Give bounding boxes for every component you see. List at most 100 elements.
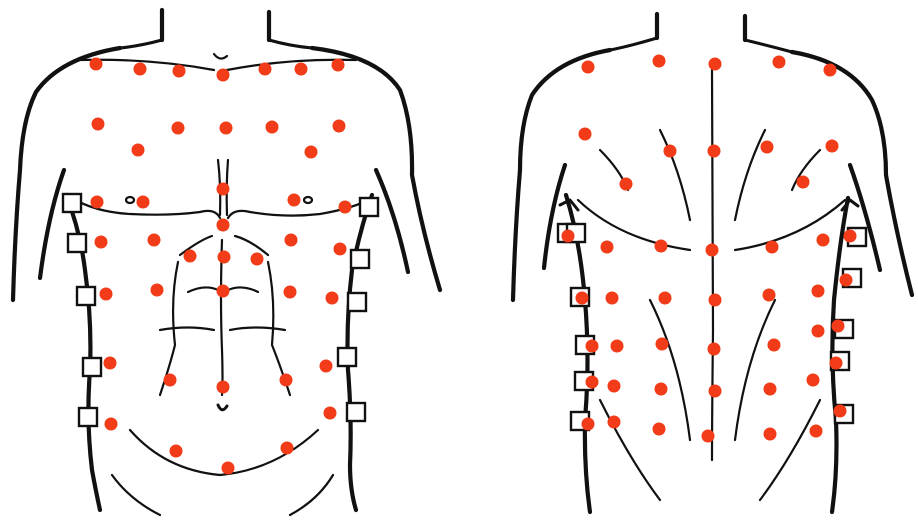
- front-dot-9: [172, 122, 185, 135]
- front-dot-21: [95, 236, 108, 249]
- front-square-marker-1: [63, 194, 81, 212]
- back-dot-26: [611, 340, 624, 353]
- back-dot-5: [824, 64, 837, 77]
- front-dot-13: [132, 144, 145, 157]
- front-dot-26: [285, 234, 298, 247]
- back-dot-45: [832, 320, 845, 333]
- front-square-marker-5: [79, 408, 97, 426]
- back-dot-4: [773, 56, 786, 69]
- front-dot-17: [217, 183, 230, 196]
- front-dot-34: [164, 374, 177, 387]
- front-square-marker-8: [348, 293, 366, 311]
- front-dot-20: [217, 219, 230, 232]
- back-dot-31: [586, 376, 599, 389]
- front-dot-5: [259, 63, 272, 76]
- front-square-marker-3: [77, 287, 95, 305]
- back-dot-44: [840, 274, 853, 287]
- front-dot-11: [266, 121, 279, 134]
- front-torso-view: [13, 10, 440, 515]
- back-dot-23: [763, 289, 776, 302]
- front-dot-18: [288, 194, 301, 207]
- back-dot-20: [606, 292, 619, 305]
- back-dot-13: [562, 230, 575, 243]
- front-dot-12: [333, 120, 346, 133]
- front-dot-25: [251, 253, 264, 266]
- back-dot-37: [582, 418, 595, 431]
- front-square-marker-9: [338, 348, 356, 366]
- front-dot-14: [305, 146, 318, 159]
- back-dot-42: [810, 425, 823, 438]
- back-dot-43: [844, 230, 857, 243]
- front-dot-15: [91, 196, 104, 209]
- back-dot-16: [706, 244, 719, 257]
- front-square-marker-4: [83, 358, 101, 376]
- back-dot-15: [655, 240, 668, 253]
- back-electrode-dots: [562, 55, 857, 443]
- front-dot-41: [222, 462, 235, 475]
- back-dot-36: [807, 374, 820, 387]
- front-dot-16: [137, 196, 150, 209]
- back-dot-14: [601, 241, 614, 254]
- back-dot-22: [709, 294, 722, 307]
- front-dot-33: [104, 357, 117, 370]
- back-dot-30: [812, 325, 825, 338]
- front-dot-35: [217, 381, 230, 394]
- front-dot-38: [105, 418, 118, 431]
- front-dot-22: [148, 234, 161, 247]
- front-dot-42: [281, 442, 294, 455]
- back-dot-6: [579, 128, 592, 141]
- back-dot-9: [761, 141, 774, 154]
- back-dot-28: [708, 343, 721, 356]
- front-dot-6: [295, 63, 308, 76]
- back-dot-38: [608, 416, 621, 429]
- front-dot-40: [170, 445, 183, 458]
- back-dot-39: [653, 423, 666, 436]
- back-dot-35: [764, 383, 777, 396]
- back-dot-41: [764, 428, 777, 441]
- front-square-marker-6: [360, 198, 378, 216]
- back-dot-19: [576, 292, 589, 305]
- back-dot-27: [656, 338, 669, 351]
- back-dot-24: [812, 285, 825, 298]
- back-dot-18: [817, 234, 830, 247]
- back-dot-46: [830, 357, 843, 370]
- back-dot-1: [582, 61, 595, 74]
- back-dot-29: [768, 339, 781, 352]
- back-dot-25: [586, 340, 599, 353]
- front-dot-1: [90, 58, 103, 71]
- back-dot-2: [653, 55, 666, 68]
- front-dot-3: [173, 65, 186, 78]
- front-square-marker-7: [351, 250, 369, 268]
- back-dot-8: [664, 145, 677, 158]
- back-dot-21: [659, 292, 672, 305]
- front-dot-10: [220, 122, 233, 135]
- front-square-marker-2: [68, 234, 86, 252]
- front-dot-7: [332, 59, 345, 72]
- back-dot-12: [797, 176, 810, 189]
- back-dot-47: [834, 405, 847, 418]
- back-dot-32: [608, 380, 621, 393]
- back-dot-3: [709, 58, 722, 71]
- front-dot-31: [284, 286, 297, 299]
- front-dot-8: [92, 118, 105, 131]
- back-dot-17: [766, 241, 779, 254]
- front-dot-37: [320, 360, 333, 373]
- back-dot-10: [826, 140, 839, 153]
- front-dot-32: [326, 292, 339, 305]
- front-dot-4: [217, 69, 230, 82]
- front-dot-30: [217, 285, 230, 298]
- front-dot-27: [334, 243, 347, 256]
- back-dot-33: [655, 383, 668, 396]
- back-dot-11: [620, 178, 633, 191]
- front-square-marker-10: [347, 403, 365, 421]
- front-dot-2: [134, 63, 147, 76]
- back-torso-view: [513, 14, 912, 512]
- front-dot-36: [280, 374, 293, 387]
- front-dot-24: [218, 251, 231, 264]
- front-dot-29: [151, 284, 164, 297]
- back-dot-40: [702, 430, 715, 443]
- front-dot-23: [184, 250, 197, 263]
- front-dot-28: [100, 288, 113, 301]
